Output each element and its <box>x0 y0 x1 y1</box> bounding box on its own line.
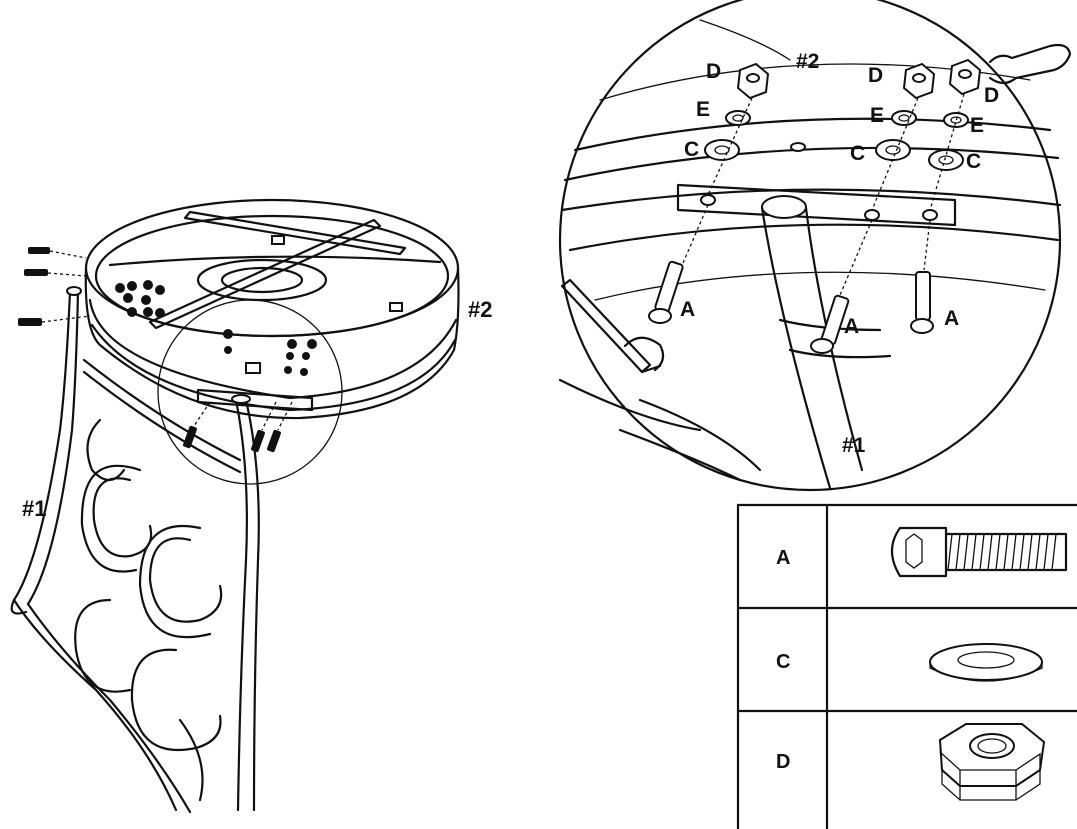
tray-part-2 <box>84 198 460 420</box>
label-d-mid: D <box>868 64 883 87</box>
left-bolts <box>18 247 91 326</box>
label-c-right: C <box>966 150 981 173</box>
detail-part-1-label: #1 <box>842 434 866 457</box>
nut-d-left <box>736 62 770 100</box>
table-label-c: C <box>776 651 790 673</box>
label-e-mid: E <box>870 104 884 127</box>
detail-part-2-label: #2 <box>796 50 819 73</box>
label-d-right: D <box>984 84 999 107</box>
label-a-left: A <box>680 298 695 321</box>
wrench-icon <box>988 43 1072 85</box>
washer-c-left <box>704 139 740 161</box>
main-part-1-label: #1 <box>22 496 46 521</box>
allen-key-icon <box>560 278 652 374</box>
main-assembly: #2 #1 <box>10 198 492 814</box>
label-c-left: C <box>684 138 699 161</box>
bolt-a-right <box>910 271 934 334</box>
table-label-a: A <box>776 547 790 569</box>
washer-c-right <box>928 149 964 171</box>
table-label-d: D <box>776 751 790 773</box>
label-e-left: E <box>696 98 710 121</box>
label-a-mid: A <box>844 315 859 338</box>
label-a-right: A <box>944 307 959 330</box>
flat-washer-icon <box>929 643 1043 682</box>
label-c-mid: C <box>850 142 865 165</box>
washer-e-left <box>725 110 751 126</box>
tray-hardware-left <box>115 280 165 318</box>
detail-callout-circle <box>157 299 343 485</box>
label-e-right: E <box>970 114 984 137</box>
hex-nut-icon <box>938 723 1046 801</box>
washer-c-mid <box>875 139 911 161</box>
washer-e-right <box>943 112 969 128</box>
washer-e-mid <box>891 110 917 126</box>
main-part-2-label: #2 <box>468 297 492 322</box>
detail-view: D #2 D D E E E C C C A A A #1 <box>558 0 1072 492</box>
nut-d-mid <box>902 62 936 100</box>
label-d-left: D <box>706 60 721 83</box>
bolt-a-left <box>648 260 684 324</box>
hardware-table: A C D <box>736 503 1077 829</box>
callout-hardware <box>183 329 317 453</box>
nut-d-right <box>948 58 982 96</box>
bolt-a-mid <box>810 294 850 354</box>
bracket-part-1 <box>10 286 260 814</box>
hex-socket-bolt-icon <box>890 526 1068 578</box>
